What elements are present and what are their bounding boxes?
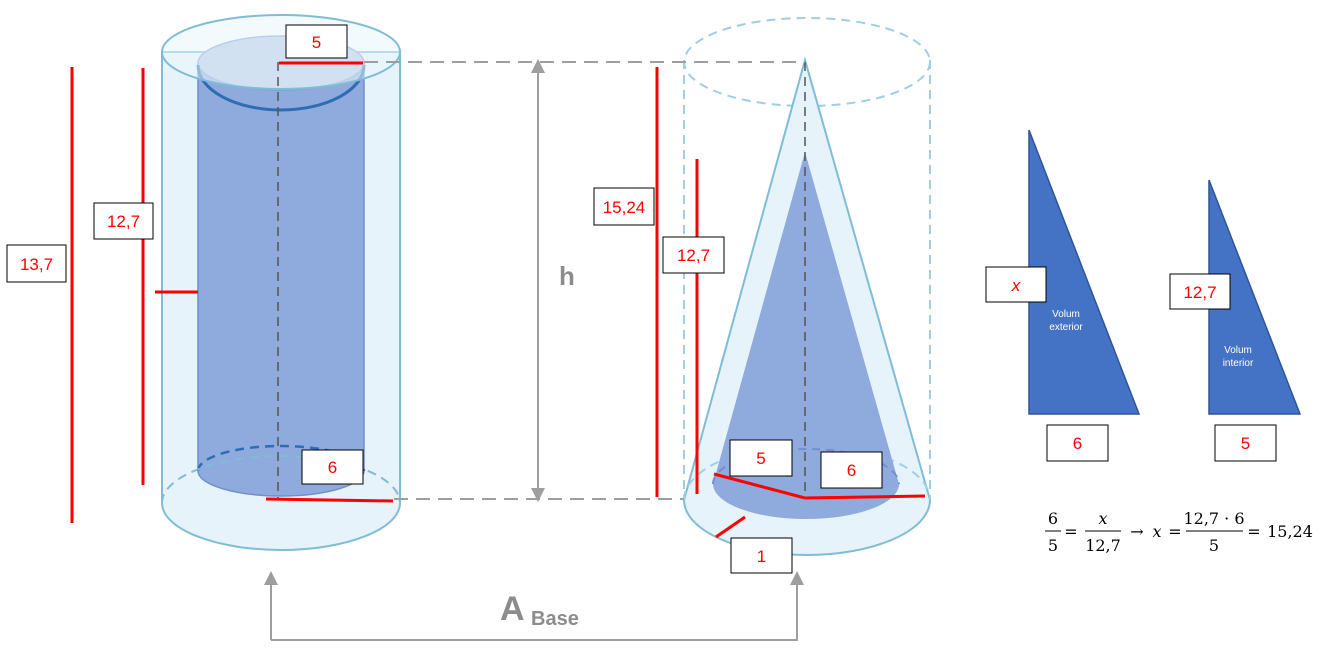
triangle-exterior-base-box: 6 [1046, 424, 1109, 462]
triangle-interior-base-box: 5 [1214, 424, 1277, 462]
cone-outer-radius-box: 6 [820, 451, 883, 489]
svg-text:Volum: Volum [1052, 309, 1080, 320]
base-label-bg [495, 585, 595, 630]
svg-text:12,7: 12,7 [1085, 536, 1121, 555]
svg-text:=: = [1247, 522, 1260, 541]
height-frame: h [364, 59, 805, 502]
inner-cylinder-rim [196, 64, 366, 112]
svg-text:12,7: 12,7 [107, 212, 140, 231]
right-cone-assembly [682, 17, 932, 556]
svg-text:12,7 · 6: 12,7 · 6 [1183, 509, 1244, 528]
svg-text:=: = [1064, 522, 1077, 541]
svg-text:5: 5 [1241, 434, 1250, 453]
svg-text:6: 6 [1048, 509, 1058, 528]
inner-radius-box: 5 [285, 24, 348, 59]
outer-radius-line [265, 497, 394, 503]
cone-wall-thickness-box: 1 [730, 537, 793, 574]
outer-cylinder-top [161, 14, 401, 90]
label-boxes: 13,7 12,7 5 6 15,24 12,7 5 6 [6, 24, 883, 574]
base-area-subscript: Base [531, 608, 579, 630]
outer-height-box: 13,7 [6, 244, 67, 283]
triangle-exterior: Volum exterior x 6 [985, 129, 1141, 462]
cone-wall-thickness-line [715, 515, 746, 539]
inner-height-box: 12,7 [93, 202, 154, 240]
svg-text:15,24: 15,24 [603, 198, 646, 217]
svg-text:x: x [1152, 522, 1161, 541]
svg-text:x: x [1098, 509, 1107, 528]
svg-text:→: → [1130, 522, 1143, 541]
svg-text:Volum: Volum [1224, 345, 1252, 356]
svg-text:5: 5 [312, 33, 321, 52]
cone-outer-height-box: 15,24 [593, 187, 655, 226]
proportion-equation: 6 5 = x 12,7 → x = 12,7 · 6 5 = 15,24 [1045, 509, 1313, 555]
svg-text:=: = [1168, 522, 1181, 541]
outer-radius-box: 6 [301, 449, 364, 485]
triangle-interior: Volum interior 12,7 5 [1169, 179, 1302, 462]
outer-cylinder-bottom-back [161, 455, 401, 504]
triangle-exterior-side-box: x [985, 266, 1047, 303]
svg-text:6: 6 [847, 461, 856, 480]
measurement-lines [70, 61, 926, 539]
svg-text:6: 6 [1073, 434, 1082, 453]
svg-text:1: 1 [757, 547, 766, 566]
svg-text:15,24: 15,24 [1267, 522, 1313, 541]
base-area-symbol: A [500, 590, 525, 628]
svg-text:exterior: exterior [1049, 322, 1083, 333]
outer-cone-bottom-back [683, 444, 931, 501]
inner-cone-bottom-back [712, 448, 900, 485]
base-area-connector: A Base [264, 571, 804, 641]
cone-inner-radius-line [713, 472, 806, 500]
svg-text:12,7: 12,7 [677, 246, 710, 265]
svg-text:5: 5 [1209, 536, 1219, 555]
cone-inner-radius-box: 5 [729, 439, 793, 477]
svg-text:interior: interior [1223, 358, 1254, 369]
inner-cylinder-body [197, 62, 365, 497]
triangle-interior-side-box: 12,7 [1169, 273, 1231, 310]
svg-text:6: 6 [328, 458, 337, 477]
svg-text:x: x [1011, 276, 1021, 295]
cone-inner-height-box: 12,7 [662, 236, 725, 274]
svg-text:5: 5 [1048, 536, 1058, 555]
svg-text:13,7: 13,7 [20, 255, 53, 274]
svg-text:12,7: 12,7 [1183, 283, 1216, 302]
left-cylinder [161, 14, 401, 551]
svg-text:5: 5 [756, 449, 765, 468]
cone-outer-radius-line [804, 494, 926, 500]
height-symbol: h [559, 261, 575, 291]
inner-cone-body [713, 152, 899, 519]
base-arrow-right [271, 571, 804, 641]
